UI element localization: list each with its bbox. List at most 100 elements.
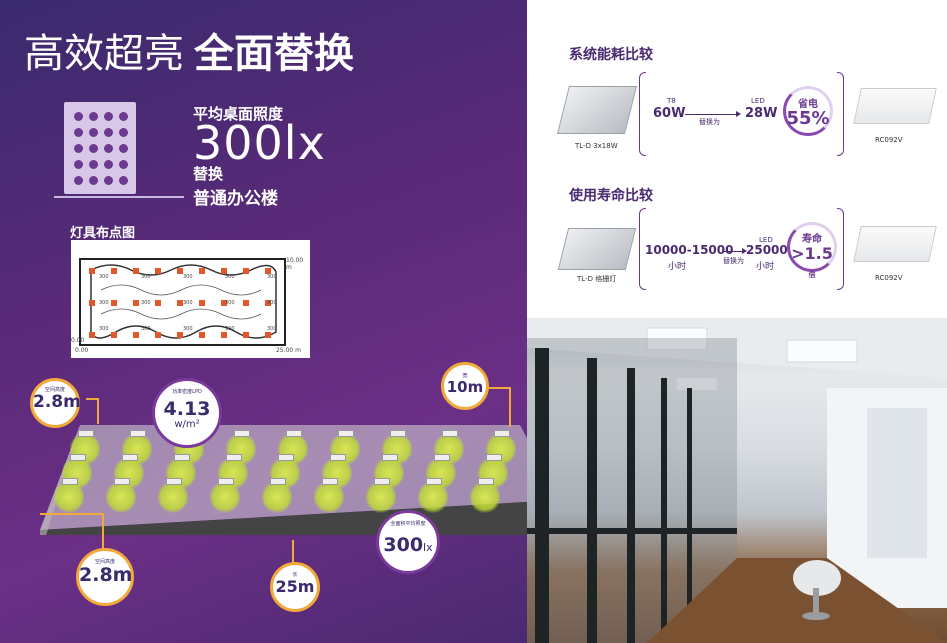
layout-lux-label: 300 bbox=[225, 300, 235, 306]
layout-lux-label: 300 bbox=[267, 300, 277, 306]
building-window bbox=[104, 112, 113, 121]
energy-old-type: T8 bbox=[667, 97, 676, 105]
luminaire-fixture bbox=[130, 430, 146, 437]
building-window bbox=[104, 144, 113, 153]
comparison-panel: 系统能耗比较 TL-D 3x18W T8 60W 替换为 LED 28W 省电 … bbox=[527, 0, 947, 318]
luminaire-fixture bbox=[122, 454, 138, 461]
layout-luminaire-marker bbox=[89, 300, 95, 306]
luminaire-fixture bbox=[338, 430, 354, 437]
luminaire-fixture bbox=[478, 478, 494, 485]
luminaire-fixture bbox=[486, 454, 502, 461]
density-badge: 功率密度LPD 4.13 w/m² bbox=[152, 378, 222, 448]
layout-luminaire-marker bbox=[243, 300, 249, 306]
energy-arrow bbox=[685, 111, 741, 117]
luminaire-fixture bbox=[286, 430, 302, 437]
layout-luminaire-marker bbox=[155, 300, 161, 306]
life-new-unit: 小时 bbox=[756, 262, 775, 272]
energy-new-type: LED bbox=[751, 97, 765, 105]
life-ratio-ring: 寿命 >1.5倍 bbox=[787, 222, 837, 279]
building-window bbox=[119, 144, 128, 153]
life-brace-right bbox=[837, 208, 844, 290]
height-top-value: 2.8m bbox=[33, 392, 81, 412]
density-label: 功率密度LPD bbox=[172, 389, 202, 395]
building-window bbox=[104, 176, 113, 185]
height-top-label: 空间高度 bbox=[44, 387, 65, 393]
luminaire-fixture bbox=[166, 478, 182, 485]
density-value: 4.13 bbox=[163, 398, 211, 420]
luminaire-fixture bbox=[270, 478, 286, 485]
office-building-icon bbox=[64, 102, 136, 194]
layout-lux-label: 300 bbox=[99, 300, 109, 306]
density-unit: w/m² bbox=[174, 419, 200, 430]
energy-saving-label: 省电 bbox=[798, 99, 818, 110]
luminaire-light-cone bbox=[470, 480, 500, 514]
luminaire-fixture bbox=[434, 454, 450, 461]
luminaire-light-cone bbox=[106, 480, 136, 514]
building-window bbox=[89, 128, 98, 137]
length-badge: 长 25m bbox=[270, 562, 320, 612]
building-window bbox=[89, 112, 98, 121]
office-corridor-photo bbox=[527, 318, 947, 643]
luminaire-fixture bbox=[78, 430, 94, 437]
office-corridor-illustration bbox=[527, 318, 947, 643]
layout-luminaire-marker bbox=[199, 300, 205, 306]
layout-luminaire-marker bbox=[111, 332, 117, 338]
layout-lux-label: 300 bbox=[267, 274, 277, 280]
rc092v-panel-icon bbox=[853, 88, 937, 124]
life-brace-left bbox=[639, 208, 646, 290]
isolux-contours bbox=[90, 264, 277, 339]
illuminance-value: 300lx bbox=[193, 116, 326, 170]
energy-arrow-label: 替换为 bbox=[699, 118, 720, 126]
layout-luminaire-marker bbox=[111, 300, 117, 306]
layout-luminaire-marker bbox=[177, 300, 183, 306]
luminaire-fixture bbox=[114, 478, 130, 485]
layout-luminaire-marker bbox=[177, 268, 183, 274]
layout-luminaire-marker bbox=[265, 268, 271, 274]
luminaire-fixture bbox=[426, 478, 442, 485]
avg-illuminance-badge: 全面积平均照度 300lx bbox=[376, 510, 440, 574]
building-window bbox=[104, 128, 113, 137]
layout-lux-label: 300 bbox=[141, 300, 151, 306]
building-label: 普通办公楼 bbox=[193, 189, 278, 209]
building-window bbox=[89, 144, 98, 153]
layout-luminaire-marker bbox=[221, 332, 227, 338]
t8-grille-fixture-icon bbox=[557, 86, 637, 134]
energy-brace-right bbox=[837, 72, 844, 156]
luminaire-fixture bbox=[226, 454, 242, 461]
guide-line bbox=[40, 513, 102, 515]
luminaire-fixture bbox=[322, 478, 338, 485]
luminaire-fixture bbox=[442, 430, 458, 437]
luminaire-fixture bbox=[234, 430, 250, 437]
layout-luminaire-marker bbox=[89, 332, 95, 338]
guide-line bbox=[97, 398, 99, 424]
guide-line bbox=[292, 540, 294, 564]
life-arrow bbox=[723, 248, 747, 254]
building-base-line bbox=[54, 196, 184, 198]
building-window bbox=[104, 160, 113, 169]
headline-bold: 全面替换 bbox=[194, 31, 354, 77]
building-window bbox=[89, 176, 98, 185]
height-bottom-badge: 空间高度 2.8m bbox=[76, 548, 134, 606]
building-window bbox=[74, 176, 83, 185]
life-new-type: LED bbox=[759, 236, 773, 244]
layout-luminaire-marker bbox=[177, 332, 183, 338]
building-window bbox=[119, 112, 128, 121]
illuminance-label: 平均桌面照度 bbox=[193, 105, 284, 123]
layout-luminaire-marker bbox=[133, 300, 139, 306]
layout-luminaire-marker bbox=[155, 268, 161, 274]
luminaire-light-cone bbox=[210, 480, 240, 514]
life-old-unit: 小时 bbox=[668, 262, 687, 272]
replace-label: 替换 bbox=[193, 165, 224, 183]
luminaire-fixture bbox=[62, 478, 78, 485]
width-value: 10m bbox=[446, 378, 484, 396]
energy-brace-left bbox=[639, 72, 646, 156]
avg-unit: lx bbox=[423, 541, 433, 554]
energy-old-power: 60W bbox=[653, 106, 686, 121]
luminaire-fixture bbox=[382, 454, 398, 461]
life-ratio-unit: 倍 bbox=[808, 271, 816, 279]
layout-luminaire-marker bbox=[265, 332, 271, 338]
layout-luminaire-marker bbox=[155, 332, 161, 338]
life-new-value: 25000 bbox=[746, 243, 788, 257]
